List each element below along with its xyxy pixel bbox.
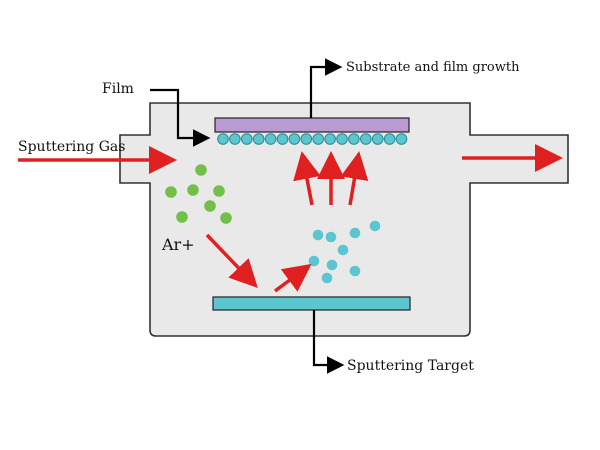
argon-ion-dot (165, 186, 177, 198)
sputtering-target-plate (212, 296, 411, 311)
ion-bombardment-arrow (205, 233, 258, 289)
film-particle (383, 133, 396, 145)
sputtered-atom-dot (312, 229, 324, 241)
deposition-arrow-right (340, 151, 369, 206)
argon-ion-dot (204, 200, 216, 212)
argon-ion-dot (195, 164, 207, 176)
argon-ions (165, 164, 232, 224)
sputtered-atom-dot (349, 265, 361, 277)
film-particle (217, 133, 229, 145)
argon-ion-dot (213, 185, 225, 197)
film-particle (300, 133, 313, 145)
deposition-arrow-left (293, 151, 321, 206)
film-particle (395, 133, 408, 145)
film-label: Film (102, 81, 134, 97)
film-particle (241, 133, 253, 145)
substrate-plate (214, 117, 410, 133)
sputtered-atom-dot (326, 259, 338, 271)
film-particle (252, 133, 265, 145)
film-particles (217, 133, 408, 145)
ar-ion-label: Ar+ (161, 235, 195, 254)
film-particle (312, 133, 325, 145)
argon-ion-dot (220, 212, 232, 224)
sputtered-atom-dot (369, 220, 381, 232)
film-particle (276, 133, 289, 145)
film-particle (360, 133, 372, 145)
film-particle (336, 133, 348, 145)
film-particle (288, 133, 301, 145)
film-particle (371, 133, 384, 145)
substrate-label: Substrate and film growth (346, 60, 520, 75)
film-particle (264, 133, 277, 145)
argon-ion-dot (187, 184, 199, 196)
substrate-leader-line (309, 58, 343, 118)
film-particle (348, 133, 360, 145)
argon-ion-dot (176, 211, 188, 223)
target-leader-line (312, 310, 345, 374)
sputtering-target-label: Sputtering Target (347, 358, 474, 374)
film-leader-line (150, 88, 211, 147)
sputtering-gas-label: Sputtering Gas (18, 139, 125, 155)
sputtered-atom-dot (308, 255, 320, 267)
sputtered-atom-dot (321, 272, 333, 284)
sputtered-atoms (308, 220, 381, 284)
ejection-arrow (273, 263, 312, 293)
sputtered-atom-dot (337, 244, 349, 256)
film-particle (229, 133, 241, 145)
sputtered-atom-dot (349, 227, 361, 239)
film-particle (324, 133, 336, 145)
sputtered-atom-dot (325, 231, 337, 243)
